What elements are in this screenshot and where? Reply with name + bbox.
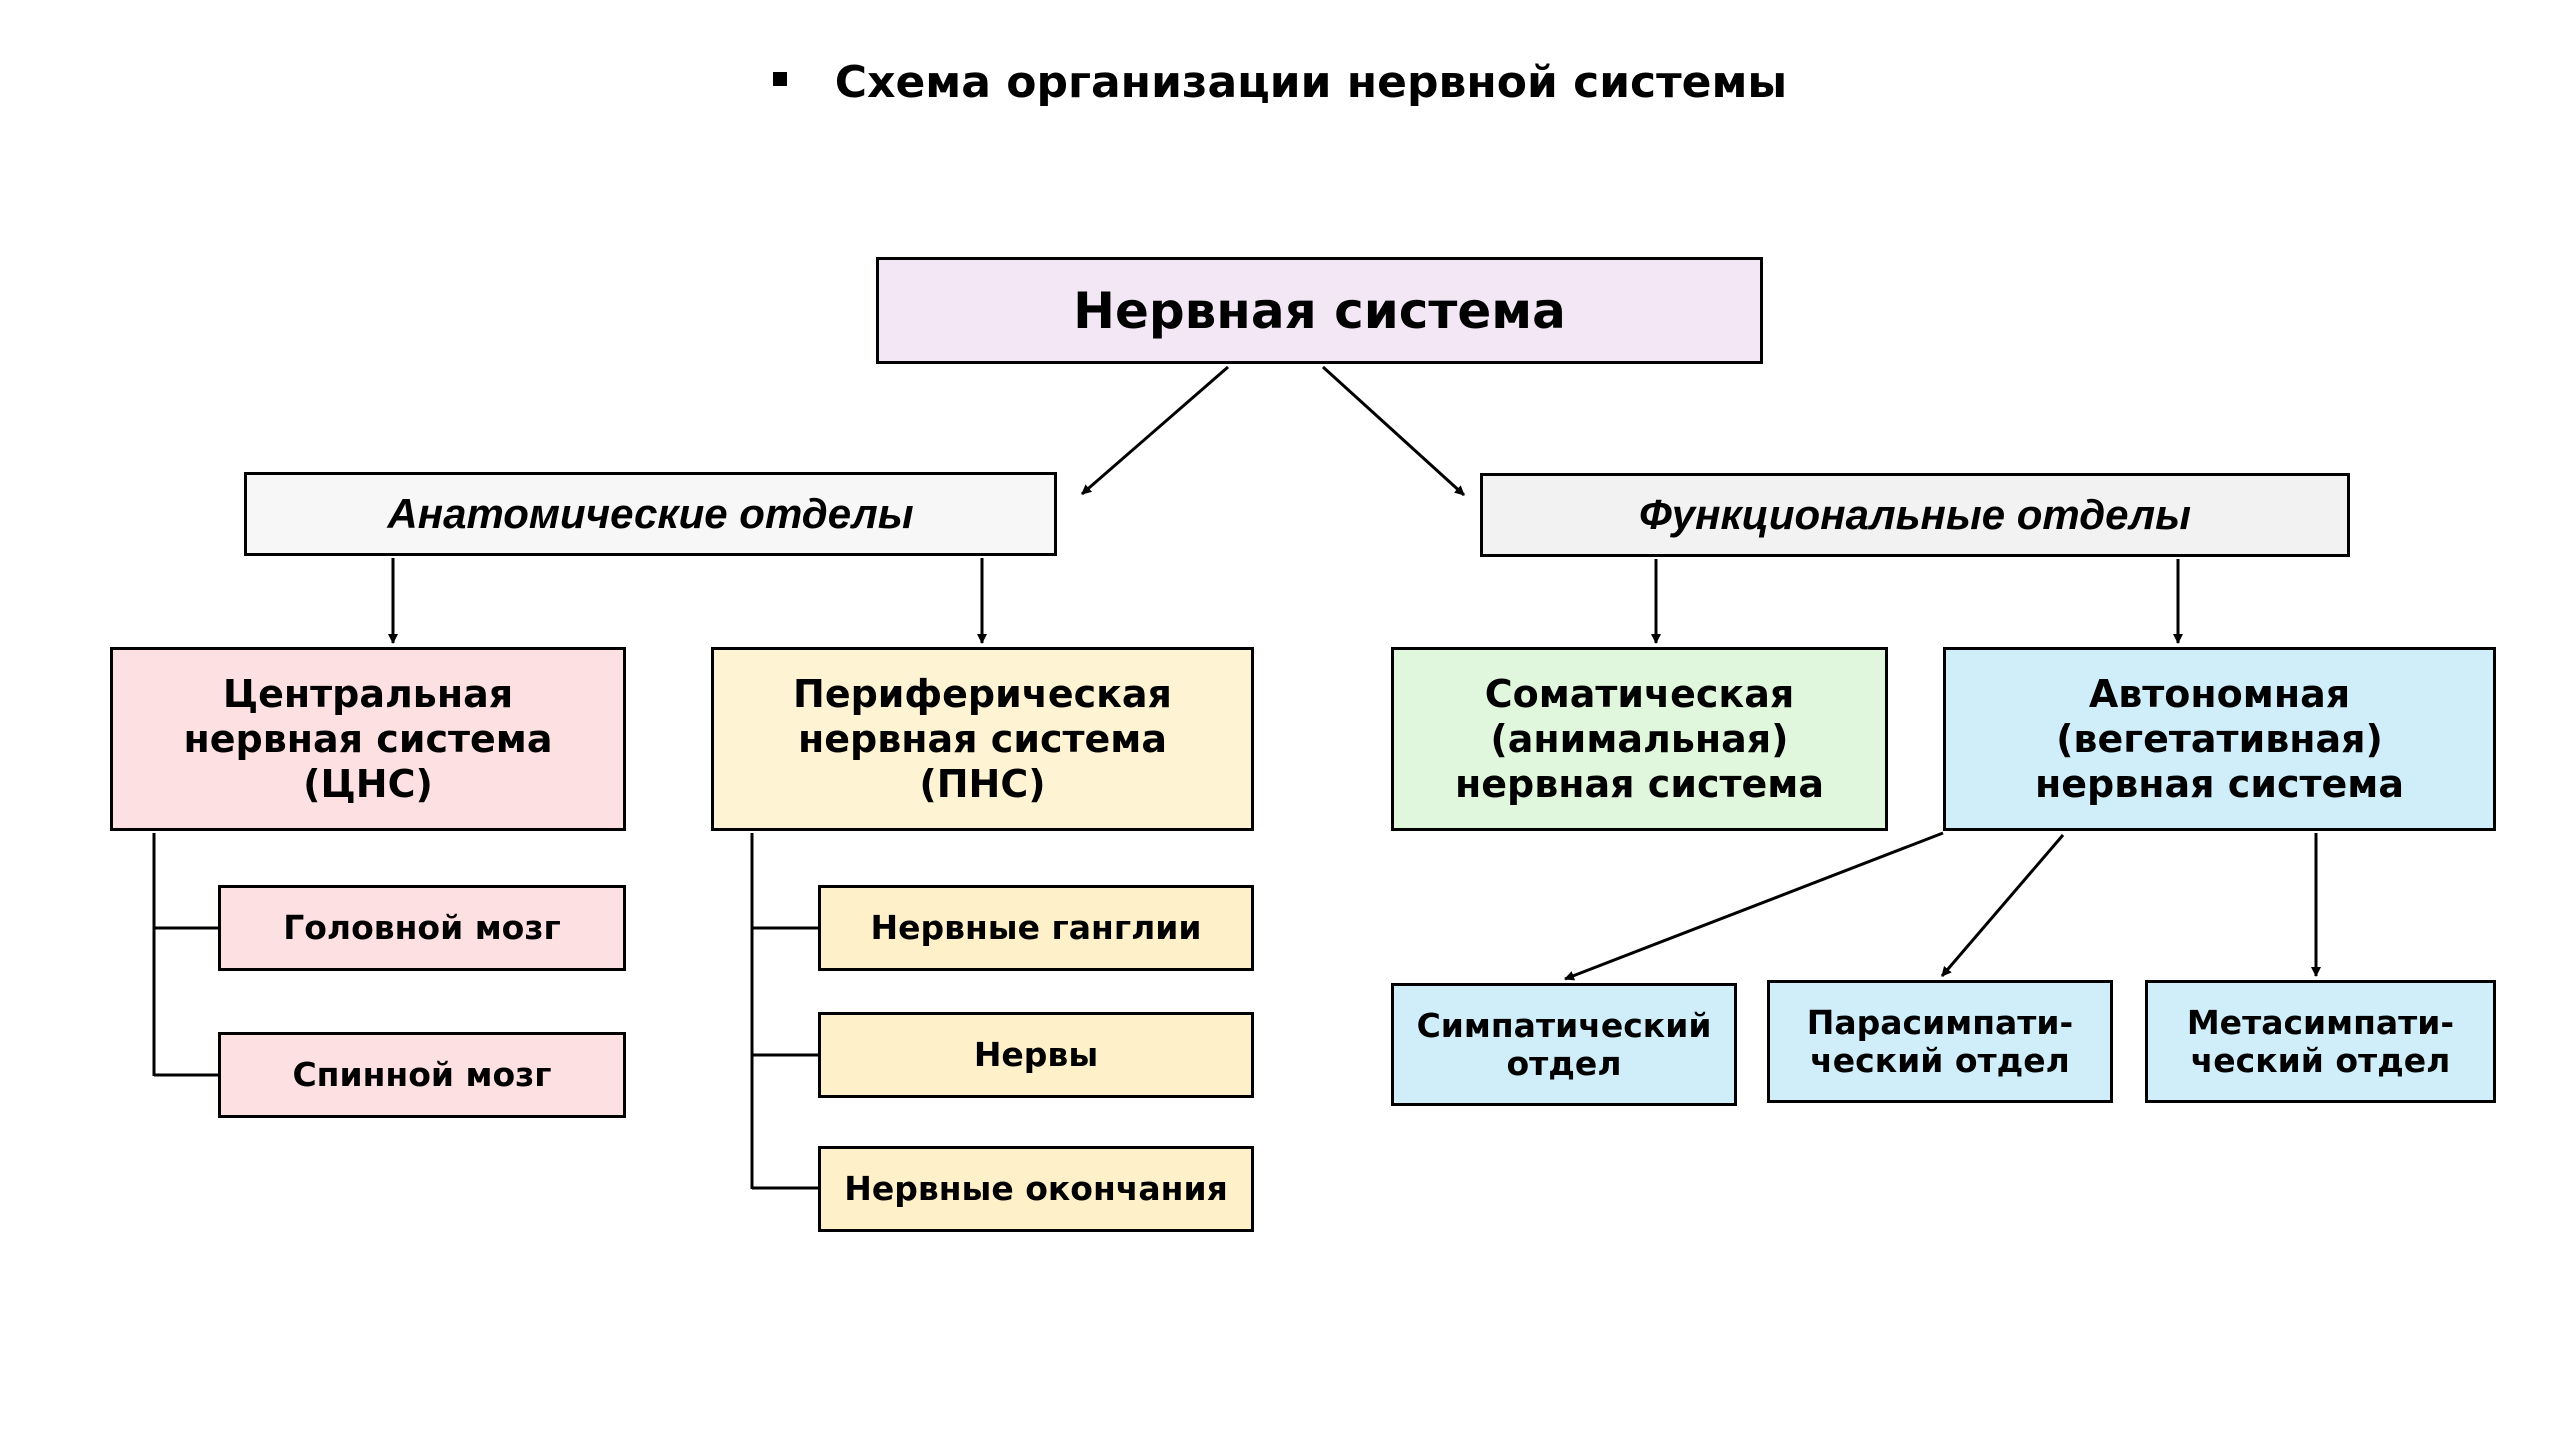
bracket-pns-parts — [750, 833, 818, 1190]
somatic-label-line-1: Соматическая — [1484, 671, 1795, 716]
nerves-box: Нервы — [818, 1012, 1254, 1098]
bullet-icon — [772, 72, 787, 86]
metasympathetic-division-box: Метасимпати- ческий отдел — [2145, 980, 2496, 1103]
nerves-label: Нервы — [973, 1035, 1099, 1074]
metasympathetic-label-line-2: ческий отдел — [2190, 1040, 2451, 1080]
pns-label-line-3: (ПНС) — [919, 761, 1046, 806]
nervous-system-label: Нервная система — [1073, 281, 1566, 340]
autonomic-label-line-3: нервная система — [2035, 761, 2404, 806]
arrow-autonomic-to-sympathetic — [1564, 831, 1944, 981]
spinal-cord-label: Спинной мозг — [292, 1055, 552, 1094]
brain-box: Головной мозг — [218, 885, 626, 971]
parasympathetic-label-line-1: Парасимпати- — [1806, 1002, 2074, 1042]
cns-label-line-1: Центральная — [222, 671, 514, 716]
brain-label: Головной мозг — [283, 908, 561, 947]
nerve-endings-label: Нервные окончания — [844, 1169, 1228, 1208]
pns-box: Периферическая нервная система (ПНС) — [711, 647, 1254, 831]
anatomical-divisions-box: Анатомические отделы — [244, 472, 1057, 556]
page-title-text: Схема организации нервной системы — [834, 57, 1788, 108]
ganglia-box: Нервные ганглии — [818, 885, 1254, 971]
page-title: Схема организации нервной системы — [0, 48, 2560, 118]
bracket-cns-parts — [152, 833, 218, 1077]
sympathetic-division-box: Симпатический отдел — [1391, 983, 1737, 1106]
spinal-cord-box: Спинной мозг — [218, 1032, 626, 1118]
nervous-system-box: Нервная система — [876, 257, 1763, 364]
somatic-system-box: Соматическая (анимальная) нервная систем… — [1391, 647, 1888, 831]
functional-divisions-label: Функциональные отделы — [1638, 491, 2192, 538]
cns-box: Центральная нервная система (ЦНС) — [110, 647, 626, 831]
functional-divisions-box: Функциональные отделы — [1480, 473, 2350, 557]
somatic-label-line-3: нервная система — [1455, 761, 1824, 806]
cns-label-line-3: (ЦНС) — [303, 761, 433, 806]
parasympathetic-division-box: Парасимпати- ческий отдел — [1767, 980, 2113, 1103]
sympathetic-label-line-1: Симпатический — [1416, 1005, 1712, 1045]
arrow-root-to-anatomical — [1081, 365, 1229, 496]
arrow-autonomic-to-parasympathetic — [1940, 834, 2065, 977]
autonomic-label-line-2: (вегетативная) — [2056, 716, 2383, 761]
autonomic-label-line-1: Автономная — [2088, 671, 2351, 716]
autonomic-system-box: Автономная (вегетативная) нервная систем… — [1943, 647, 2496, 831]
metasympathetic-label-line-1: Метасимпати- — [2186, 1002, 2455, 1042]
ganglia-label: Нервные ганглии — [870, 908, 1202, 947]
nerve-endings-box: Нервные окончания — [818, 1146, 1254, 1232]
somatic-label-line-2: (анимальная) — [1490, 716, 1789, 761]
cns-label-line-2: нервная система — [183, 716, 553, 761]
pns-label-line-1: Периферическая — [793, 671, 1172, 716]
parasympathetic-label-line-2: ческий отдел — [1810, 1040, 2070, 1080]
pns-label-line-2: нервная система — [798, 716, 1167, 761]
anatomical-divisions-label: Анатомические отделы — [387, 490, 914, 537]
arrow-root-to-functional — [1321, 365, 1466, 497]
sympathetic-label-line-2: отдел — [1506, 1043, 1622, 1083]
